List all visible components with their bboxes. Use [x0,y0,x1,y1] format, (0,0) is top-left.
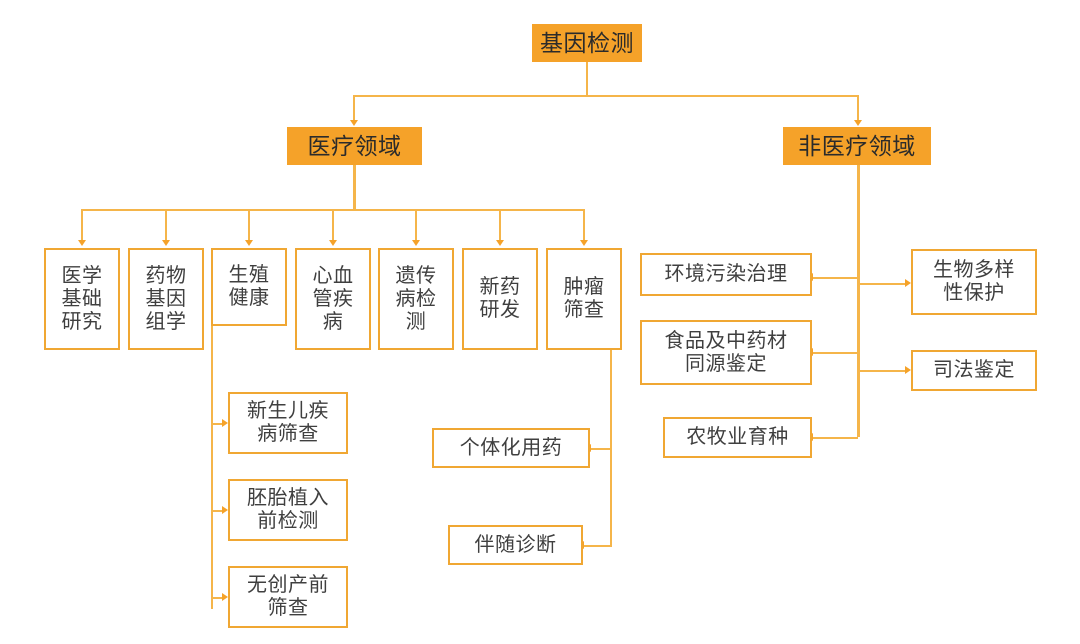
node-medical-domain[interactable]: 医疗领域 [287,127,422,165]
arrow-reproductive-to-2 [222,506,228,514]
node-nonmedical-domain[interactable]: 非医疗领域 [783,127,931,165]
arrow-root-to-nonmedical [854,120,862,126]
connector-tumor-to-2 [583,545,612,547]
node-agriculture-breeding[interactable]: 农牧业育种 [663,417,812,458]
arrow-medical-leg-1 [78,240,86,246]
node-preimplantation-testing[interactable]: 胚胎植入 前检测 [228,479,348,541]
arrow-nonmedical-to-biodiversity [905,279,911,287]
node-cardiovascular-disease[interactable]: 心血 管疾 病 [295,248,371,350]
connector-reproductive-stem [211,326,213,609]
node-pharmacogenomics[interactable]: 药物 基因 组学 [128,248,204,350]
connector-medical-stem [353,165,356,210]
connector-reproductive-to-1 [211,423,225,425]
connector-medical-leg-7 [583,209,585,242]
connector-medical-leg-5 [415,209,417,242]
connector-medical-leg-1 [81,209,83,242]
node-environmental-pollution-control[interactable]: 环境污染治理 [640,253,812,296]
node-reproductive-health[interactable]: 生殖 健康 [211,248,287,326]
arrow-root-to-medical [350,120,358,126]
node-medical-basic-research[interactable]: 医学 基础 研究 [44,248,120,350]
node-new-drug-rnd[interactable]: 新药 研发 [462,248,538,350]
connector-nonmedical-to-biodiversity [857,283,908,285]
connector-medical-leg-3 [248,209,250,242]
node-genetic-disease-testing[interactable]: 遗传 病检 测 [378,248,454,350]
node-noninvasive-prenatal-screening[interactable]: 无创产前 筛查 [228,566,348,628]
node-personalized-medication[interactable]: 个体化用药 [432,428,590,468]
connector-nonmedical-to-env [812,277,858,279]
arrow-medical-leg-6 [496,240,504,246]
node-newborn-disease-screening[interactable]: 新生儿疾 病筛查 [228,392,348,454]
arrow-medical-leg-5 [412,240,420,246]
connector-nonmedical-to-agri [812,437,858,439]
arrow-reproductive-to-3 [222,593,228,601]
node-root-gene-testing[interactable]: 基因检测 [532,24,642,62]
connector-nonmedical-to-food [812,352,858,354]
arrow-medical-leg-2 [162,240,170,246]
connector-tumor-to-1 [590,448,612,450]
node-forensic-identification[interactable]: 司法鉴定 [911,350,1037,391]
connector-root-bus [353,95,858,97]
connector-nonmedical-to-forensic [857,370,908,372]
arrow-medical-leg-4 [329,240,337,246]
arrow-medical-leg-7 [580,240,588,246]
connector-medical-leg-4 [332,209,334,242]
arrow-medical-leg-3 [245,240,253,246]
connector-medical-leg-6 [499,209,501,242]
connector-reproductive-to-3 [211,597,225,599]
node-food-herb-homology-identification[interactable]: 食品及中药材 同源鉴定 [640,320,812,385]
connector-root-to-medical [353,95,355,123]
node-tumor-screening[interactable]: 肿瘤 筛查 [546,248,622,350]
node-biodiversity-protection[interactable]: 生物多样 性保护 [911,249,1037,315]
connector-root-to-nonmedical [857,95,859,123]
connector-medical-leg-2 [165,209,167,242]
connector-nonmedical-stem [857,165,860,437]
arrow-reproductive-to-1 [222,419,228,427]
connector-reproductive-to-2 [211,510,225,512]
node-companion-diagnostics[interactable]: 伴随诊断 [448,525,583,565]
arrow-nonmedical-to-forensic [905,366,911,374]
connector-root-stem [586,62,588,95]
